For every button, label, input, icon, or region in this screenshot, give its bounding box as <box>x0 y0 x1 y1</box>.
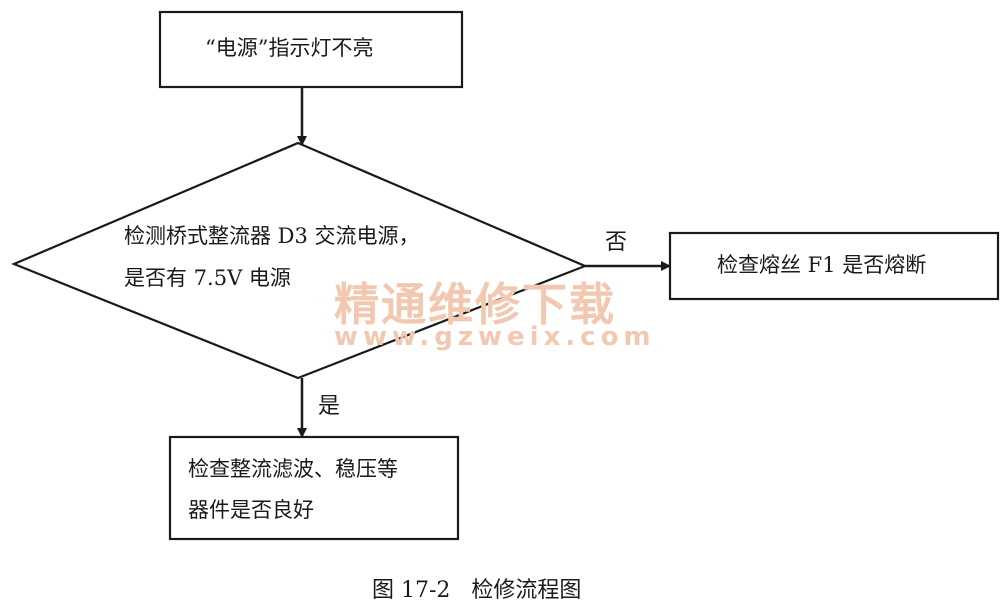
start-box-label: “电源”指示灯不亮 <box>205 36 374 60</box>
start-box <box>158 10 464 89</box>
watermark-url: www.gzweix.com <box>334 322 656 352</box>
no-box-label: 检查熔丝 F1 是否熔断 <box>717 253 927 277</box>
no-edge-label: 否 <box>605 230 628 255</box>
decision-label-line1: 检测桥式整流器 D3 交流电源， <box>124 224 420 248</box>
watermark-title: 精通维修下载 <box>334 278 617 331</box>
yes-box-label-line2: 器件是否良好 <box>188 498 314 522</box>
figure-caption: 图 17-2 检修流程图 <box>372 578 582 603</box>
no-branch-box <box>668 231 1000 301</box>
yes-branch-box <box>168 435 460 541</box>
yes-edge-label: 是 <box>318 394 341 419</box>
yes-box-label-line1: 检查整流滤波、稳压等 <box>188 457 398 481</box>
decision-label-line2: 是否有 7.5V 电源 <box>124 266 291 290</box>
decision-diamond <box>11 141 588 380</box>
